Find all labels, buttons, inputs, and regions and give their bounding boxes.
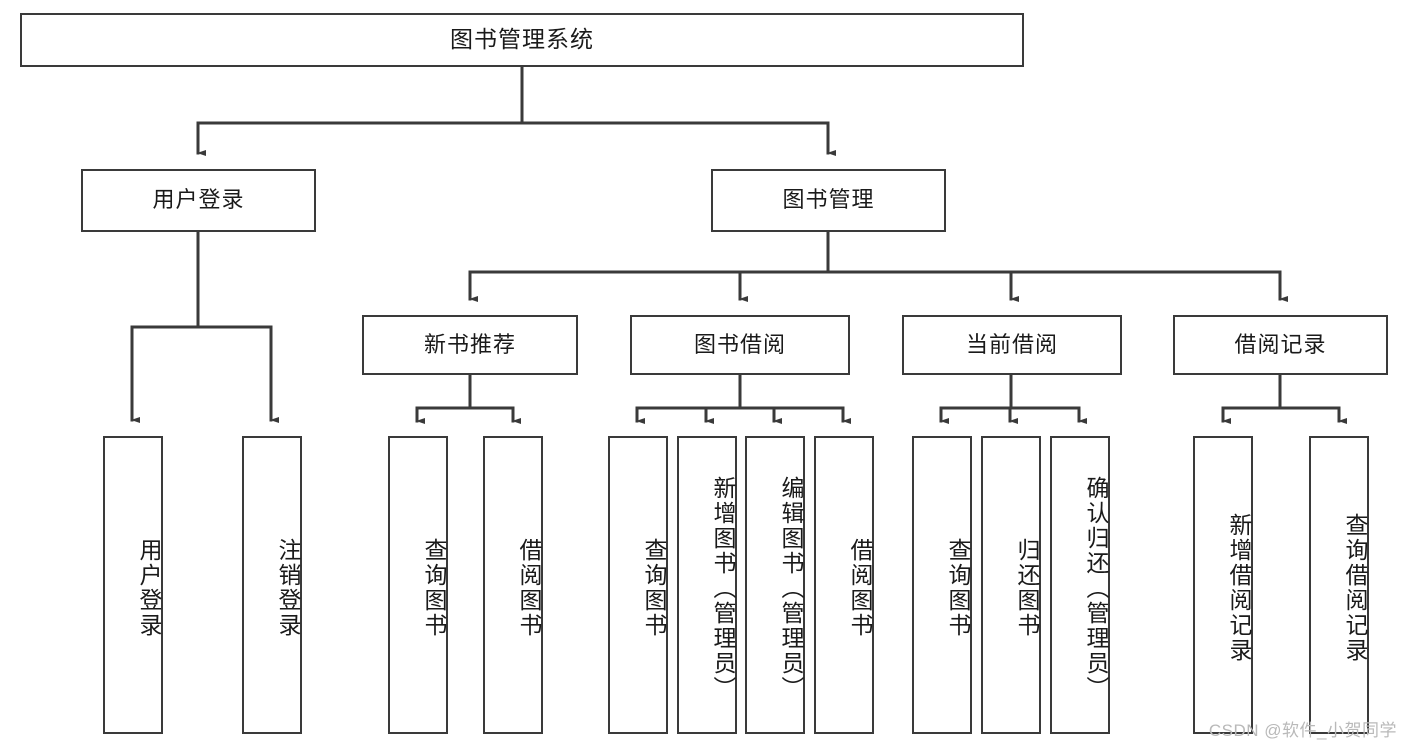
node-leaf-7-label: 编辑图书（管理员）: [778, 475, 804, 701]
node-root-label: 图书管理系统: [450, 26, 594, 53]
node-leaf-11-label: 确认归还（管理员）: [1083, 475, 1109, 701]
node-leaf-12-label: 新增借阅记录: [1226, 513, 1252, 663]
csdn-watermark: CSDN @软件_小贺同学: [1208, 721, 1397, 740]
node-leaf-10[interactable]: 归还图书: [981, 436, 1041, 734]
node-leaf-9[interactable]: 查询图书: [912, 436, 972, 734]
node-leaf-12[interactable]: 新增借阅记录: [1193, 436, 1253, 734]
node-book-manage-label: 图书管理: [782, 187, 875, 213]
node-book-borrow-label: 图书借阅: [693, 331, 786, 357]
node-borrow-record[interactable]: 借阅记录: [1173, 315, 1388, 375]
node-leaf-10-label: 归还图书: [1014, 538, 1040, 638]
node-leaf-8-label: 借阅图书: [847, 538, 873, 638]
node-user-login[interactable]: 用户登录: [81, 169, 316, 232]
node-leaf-5[interactable]: 查询图书: [608, 436, 668, 734]
node-leaf-2-label: 注销登录: [275, 538, 301, 638]
node-leaf-3-label: 查询图书: [421, 538, 447, 638]
node-leaf-1-label: 用户登录: [136, 538, 162, 638]
node-leaf-5-label: 查询图书: [641, 538, 667, 638]
node-leaf-2[interactable]: 注销登录: [242, 436, 302, 734]
node-new-book-recommend[interactable]: 新书推荐: [362, 315, 578, 375]
node-book-manage[interactable]: 图书管理: [711, 169, 946, 232]
node-book-borrow[interactable]: 图书借阅: [630, 315, 850, 375]
node-user-login-label: 用户登录: [152, 187, 245, 213]
node-leaf-6-label: 新增图书（管理员）: [710, 475, 736, 701]
node-leaf-6[interactable]: 新增图书（管理员）: [677, 436, 737, 734]
node-new-book-recommend-label: 新书推荐: [423, 331, 516, 357]
node-leaf-13-label: 查询借阅记录: [1342, 513, 1368, 663]
node-root[interactable]: 图书管理系统: [20, 13, 1024, 67]
node-current-borrow-label: 当前借阅: [965, 331, 1058, 357]
node-leaf-3[interactable]: 查询图书: [388, 436, 448, 734]
node-leaf-4[interactable]: 借阅图书: [483, 436, 543, 734]
node-leaf-1[interactable]: 用户登录: [103, 436, 163, 734]
node-leaf-9-label: 查询图书: [945, 538, 971, 638]
node-borrow-record-label: 借阅记录: [1234, 331, 1327, 357]
node-leaf-13[interactable]: 查询借阅记录: [1309, 436, 1369, 734]
node-leaf-11[interactable]: 确认归还（管理员）: [1050, 436, 1110, 734]
node-leaf-8[interactable]: 借阅图书: [814, 436, 874, 734]
node-leaf-4-label: 借阅图书: [516, 538, 542, 638]
node-leaf-7[interactable]: 编辑图书（管理员）: [745, 436, 805, 734]
node-current-borrow[interactable]: 当前借阅: [902, 315, 1122, 375]
